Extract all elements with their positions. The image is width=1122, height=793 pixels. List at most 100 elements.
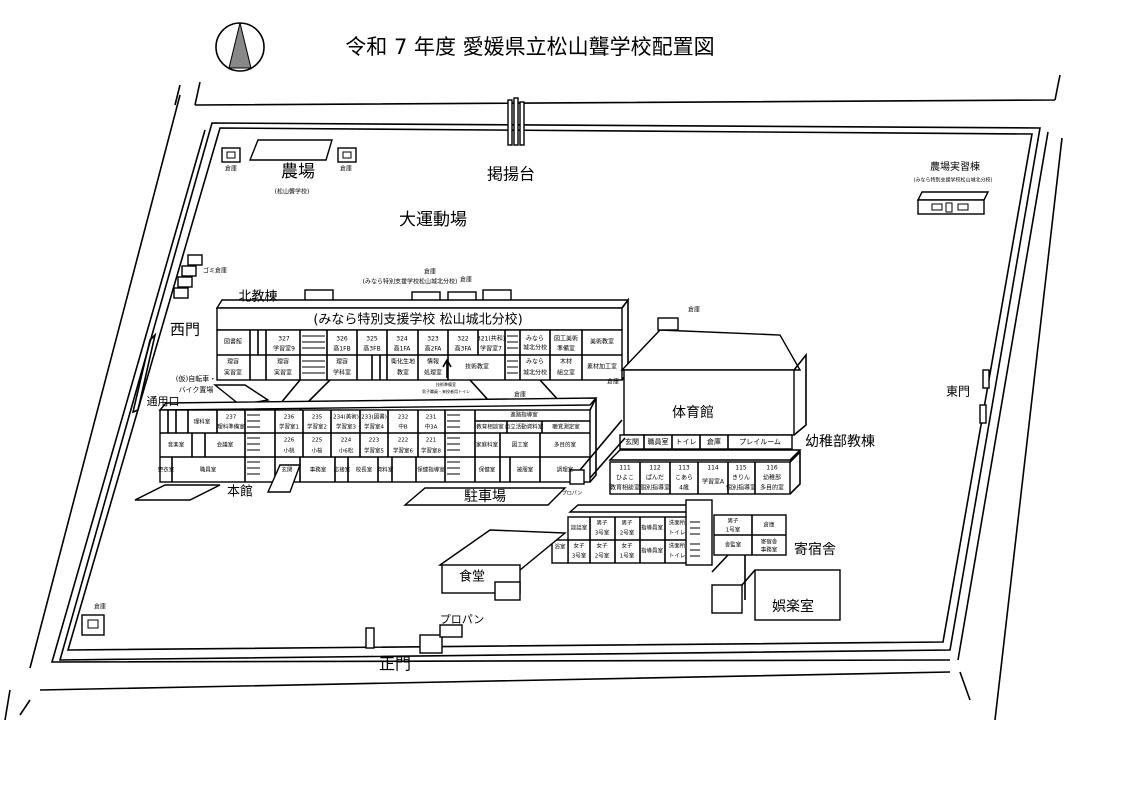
- room-label: 衛化生地: [391, 358, 415, 366]
- room-label: 保健指導室: [417, 466, 445, 474]
- room-label: 326: [336, 336, 348, 343]
- room-label: 232: [398, 415, 409, 421]
- corridor: [579, 419, 626, 479]
- farm-plot: [248, 139, 333, 161]
- room-label: 事務室: [761, 546, 778, 554]
- room-label: 116: [766, 465, 778, 472]
- label-bike: バイク置場: [179, 385, 214, 394]
- label-gym: 体育館: [672, 404, 714, 421]
- room-label: 女子: [596, 542, 608, 550]
- label-storage: 倉庫: [460, 276, 472, 284]
- room-label: 115: [735, 465, 747, 472]
- room-label: 多目的室: [760, 484, 784, 492]
- label-storage: 倉庫: [688, 306, 700, 314]
- label-kinder: 幼稚部教棟: [805, 434, 875, 450]
- room-label: 教育相談室: [476, 423, 504, 431]
- room-label: 学習室3: [336, 423, 357, 431]
- room-label: 男子: [727, 518, 739, 525]
- room-label: 231: [426, 415, 437, 421]
- room-label: 112: [649, 465, 661, 472]
- room-label: 3号室: [572, 552, 587, 560]
- room-label: 理容: [336, 358, 348, 366]
- room-label: ひよこ: [616, 475, 634, 482]
- label-farm-building: 農場実習棟: [930, 160, 980, 173]
- flag-pole-icon: [507, 97, 525, 146]
- room-label: 理容: [227, 358, 239, 366]
- garbage-shed: [173, 254, 203, 299]
- label-main-gate: 正門: [379, 655, 411, 674]
- storage-shed: [337, 147, 357, 163]
- corridor: [274, 379, 561, 411]
- room-label: 237: [226, 415, 237, 421]
- room-label: 情報: [427, 358, 439, 366]
- room-label: 理容: [277, 358, 289, 366]
- room-label: 女子: [621, 542, 633, 550]
- room-label: 倉庫: [707, 437, 721, 446]
- east-gate: [979, 369, 990, 424]
- room-label: 235: [312, 415, 323, 421]
- room-label: トイレ: [669, 531, 686, 537]
- room-label: 幼稚部: [763, 474, 781, 482]
- label-propane-small: プロパン: [562, 491, 582, 497]
- room-label: 聴覚測定室: [552, 423, 580, 431]
- room-label: 高1FB: [333, 345, 350, 353]
- room-label: 校長室: [356, 466, 373, 474]
- room-label: 3号室: [595, 529, 610, 537]
- campus-wall: [50, 122, 1049, 663]
- room-label: 図書館: [224, 338, 242, 346]
- label-propane: プロパン: [440, 613, 485, 626]
- north-arrow-icon: [215, 22, 265, 72]
- room-label: 自立活動資料室: [505, 423, 544, 431]
- room-label: 家庭科室: [476, 441, 499, 449]
- label-main-building: 本館: [227, 485, 253, 500]
- label-north-sub: (みなら特別支援学校松山城北分校): [363, 278, 458, 286]
- room-label: 教育相談室: [610, 484, 640, 492]
- label-garbage: ゴミ倉庫: [203, 267, 227, 275]
- label-flag: 掲揚台: [487, 165, 535, 184]
- room-label: 実習室: [274, 369, 292, 377]
- room-label: プレイルーム: [739, 438, 781, 446]
- room-label: トイレ: [676, 438, 697, 446]
- room-label: 処理室: [424, 369, 442, 377]
- north-banner: (みなら特別支援学校 松山城北分校): [313, 312, 522, 328]
- room-label: 組立室: [557, 369, 575, 377]
- room-label: 224: [341, 438, 352, 444]
- label-storage: 倉庫: [424, 268, 436, 276]
- room-label: 1号室: [620, 552, 635, 560]
- room-label: 木材: [560, 358, 572, 366]
- propane-shed: [419, 624, 463, 654]
- room-label: 女子: [573, 542, 585, 550]
- room-label: 保健室: [479, 466, 496, 474]
- cafeteria-building: [437, 529, 567, 601]
- room-label: 理科準備室: [217, 423, 245, 431]
- label-parking: 駐車場: [464, 488, 506, 505]
- label-storage: 倉庫: [607, 378, 619, 386]
- room-label: 玄関: [281, 466, 293, 474]
- room-label: 学習室8: [421, 447, 442, 455]
- room-label: 327: [278, 336, 290, 343]
- room-label: 男子: [621, 520, 633, 527]
- room-label: 学習室9: [273, 345, 295, 353]
- room-label: 音楽室: [168, 441, 185, 449]
- room-label: 玄関: [625, 437, 639, 446]
- room-label: 理科室: [194, 418, 211, 426]
- north-building: [215, 289, 630, 381]
- room-label: 洗面所: [669, 542, 686, 550]
- label-side-gate: 通用口: [147, 395, 180, 408]
- room-label: 中3A: [425, 423, 438, 431]
- up-arrow-icon: [442, 358, 452, 378]
- label-dorm: 寄宿舎: [794, 541, 836, 558]
- gymnasium: [619, 317, 807, 450]
- room-label: こあら: [675, 475, 693, 482]
- label-farm-building-sub: (みなら特別支援学校松山城北分校): [914, 177, 993, 184]
- room-label: 浴室: [554, 543, 566, 551]
- label-storage: 倉庫: [94, 603, 106, 611]
- room-label: 中B: [398, 423, 408, 431]
- room-label: 高3FA: [455, 345, 473, 353]
- room-label: みなら: [526, 336, 544, 343]
- room-label: 325: [366, 336, 378, 343]
- room-label: 実習室: [224, 369, 242, 377]
- room-label: 学習室2: [307, 423, 327, 431]
- room-label: 322: [457, 336, 469, 343]
